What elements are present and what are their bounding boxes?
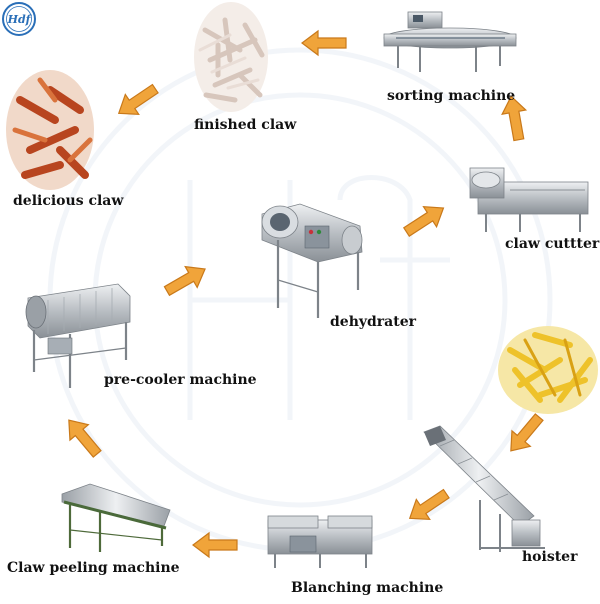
- brand-logo: Hdf: [2, 2, 36, 36]
- label-claw-cutter: claw cuttter: [505, 236, 600, 252]
- hoister-icon: [423, 425, 545, 552]
- delicious-claw-icon: [6, 70, 94, 190]
- label-dehydrater: dehydrater: [330, 314, 416, 330]
- svg-text:Hdf: Hdf: [7, 13, 33, 26]
- finished-claw-icon: [194, 2, 268, 112]
- label-finished-claw: finished claw: [194, 117, 297, 133]
- claw-cutter-icon: [469, 167, 589, 232]
- claw-peeling-machine-icon: [61, 483, 171, 552]
- raw-claws-icon: [498, 326, 598, 414]
- flow-arrow: [160, 258, 212, 302]
- pre-cooler-icon: [25, 283, 131, 388]
- label-claw-peeling-machine: Claw peeling machine: [7, 560, 180, 576]
- dehydrater-icon: [261, 203, 363, 318]
- blanching-machine-icon: [267, 515, 373, 568]
- flow-arrow: [111, 78, 163, 124]
- label-pre-cooler: pre-cooler machine: [104, 372, 257, 388]
- label-hoister: hoister: [522, 549, 578, 565]
- label-sorting-machine: sorting machine: [387, 88, 516, 104]
- label-blanching-machine: Blanching machine: [291, 580, 444, 596]
- label-delicious-claw: delicious claw: [13, 193, 124, 209]
- sorting-machine-icon: [383, 11, 517, 72]
